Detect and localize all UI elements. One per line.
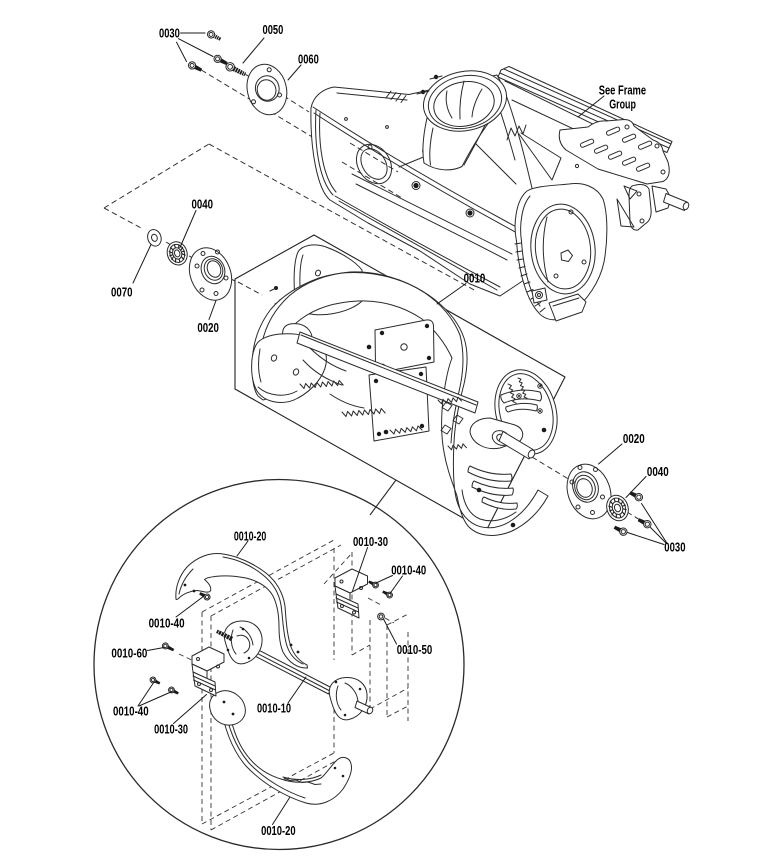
svg-text:0020: 0020 (197, 320, 219, 335)
svg-text:0010-30: 0010-30 (353, 534, 388, 549)
svg-text:0010-20: 0010-20 (234, 528, 266, 543)
svg-text:0010-40: 0010-40 (391, 563, 426, 578)
svg-text:See Frame: See Frame (599, 83, 646, 98)
svg-text:0020: 0020 (623, 431, 645, 446)
svg-text:0060: 0060 (298, 51, 319, 66)
svg-text:0030: 0030 (159, 25, 180, 40)
svg-text:0040: 0040 (647, 464, 669, 479)
svg-text:0010-40: 0010-40 (113, 703, 149, 718)
svg-text:0010-30: 0010-30 (154, 722, 188, 737)
svg-text:0010-20: 0010-20 (261, 823, 296, 838)
svg-text:0050: 0050 (263, 22, 284, 37)
svg-text:0010-10: 0010-10 (257, 701, 291, 716)
svg-text:Group: Group (609, 96, 636, 111)
svg-text:0010: 0010 (464, 270, 486, 285)
svg-text:0010-50: 0010-50 (397, 642, 433, 657)
svg-text:0010-40: 0010-40 (149, 616, 185, 631)
svg-text:0070: 0070 (111, 285, 133, 300)
svg-text:0040: 0040 (192, 197, 214, 212)
svg-text:0030: 0030 (664, 540, 685, 555)
svg-text:0010-60: 0010-60 (111, 645, 147, 660)
